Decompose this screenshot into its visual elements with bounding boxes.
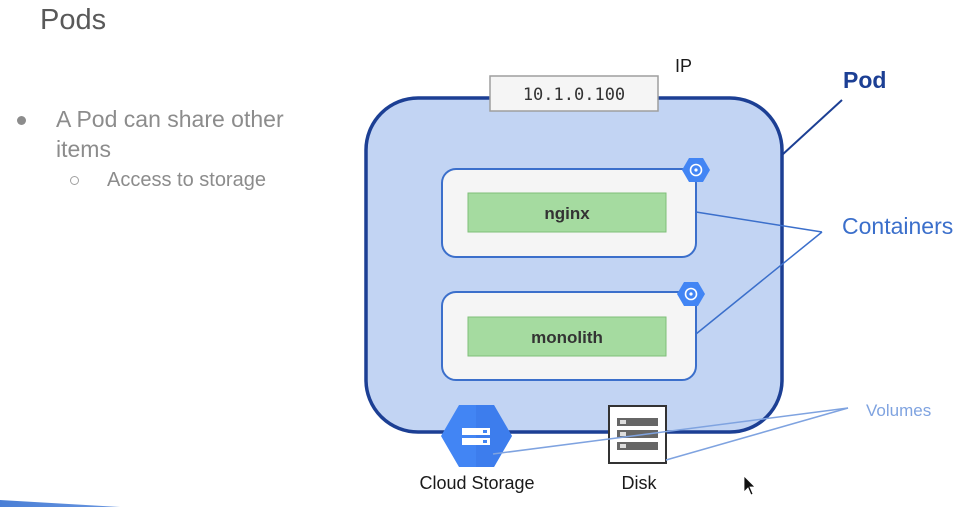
cloud-storage-hexagon-icon: [441, 405, 512, 467]
disk-server-icon: [608, 405, 667, 464]
volumes-pointer-line: [665, 407, 849, 461]
container-name-monolith: monolith: [531, 328, 603, 347]
bottom-accent-stripe: [0, 500, 120, 507]
cloud-storage-label: Cloud Storage: [419, 473, 534, 493]
pod-pointer-line: [781, 99, 843, 156]
containers-pointer-line: [695, 231, 823, 335]
container-app-monolith: [467, 316, 667, 357]
container-hex-icon: [677, 282, 705, 306]
slide-title: Pods: [40, 4, 107, 36]
ip-box: [489, 75, 659, 112]
container-hex-icon: [682, 158, 710, 182]
volumes-pointer-line: [492, 407, 849, 455]
ip-label: IP: [675, 56, 692, 76]
pod-box: [364, 96, 784, 434]
volumes-label: Volumes: [866, 401, 931, 420]
containers-label: Containers: [842, 213, 953, 239]
mouse-cursor-icon: [743, 475, 756, 496]
bullet-list: A Pod can share other items Access to st…: [14, 104, 344, 194]
ip-address: 10.1.0.100: [523, 85, 625, 105]
container-app-nginx: [467, 192, 667, 233]
bullet-item: A Pod can share other items: [14, 104, 344, 164]
pod-label: Pod: [843, 67, 886, 93]
containers-pointer-line: [695, 211, 823, 233]
disk-label: Disk: [622, 473, 658, 493]
container-name-nginx: nginx: [544, 204, 590, 223]
sub-bullet-item: Access to storage: [14, 166, 344, 194]
